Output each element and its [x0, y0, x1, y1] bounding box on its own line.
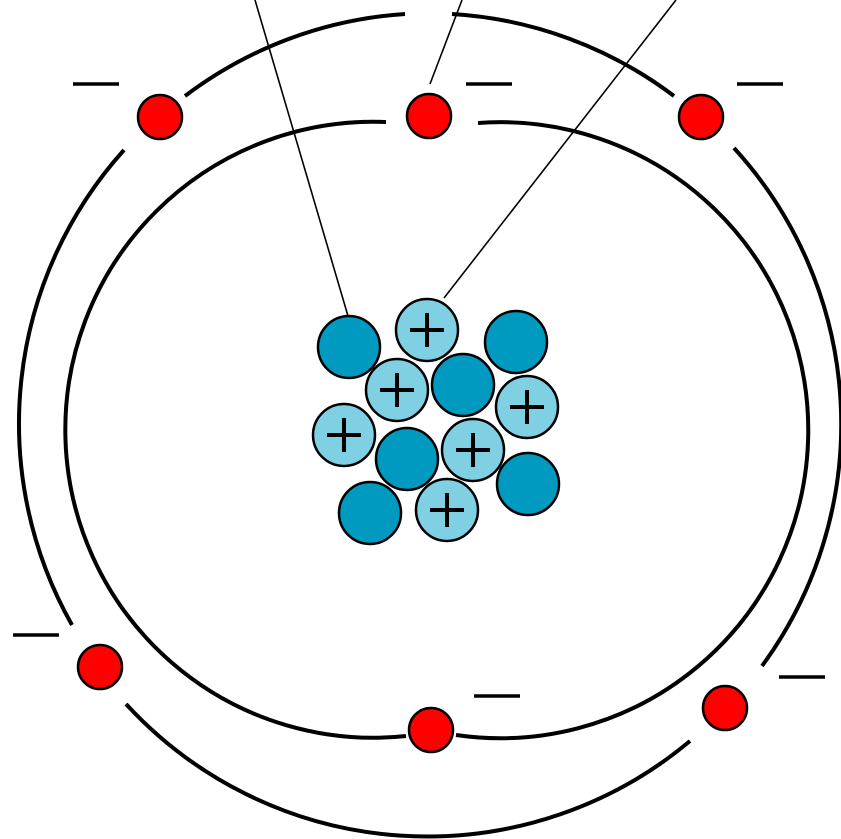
electron — [701, 684, 749, 732]
proton — [494, 374, 560, 440]
electron — [677, 93, 725, 141]
pointer-neutron — [254, 0, 349, 317]
electron — [405, 92, 453, 140]
negative-charges — [13, 82, 825, 698]
inner-shell-arc — [63, 119, 407, 740]
pointer-proton — [443, 0, 677, 299]
electron — [407, 706, 455, 754]
proton — [311, 402, 377, 468]
neutron — [483, 309, 549, 375]
proton — [364, 357, 430, 423]
electron — [136, 93, 184, 141]
outer-shell-arc — [451, 12, 676, 98]
label-pointers — [254, 0, 677, 317]
neutron — [430, 352, 496, 418]
proton — [440, 417, 506, 483]
pointer-electron — [429, 0, 463, 85]
outer-shell-arc — [124, 702, 692, 839]
inner-shell — [63, 119, 811, 741]
neutron — [374, 426, 440, 492]
neutron — [495, 451, 561, 517]
neutron — [316, 314, 382, 380]
neutron — [337, 480, 403, 546]
inner-shell-arc — [455, 120, 811, 741]
outer-shell-arc — [183, 12, 406, 98]
proton — [414, 477, 480, 543]
electron — [76, 643, 124, 691]
outer-shell-arc — [17, 148, 126, 626]
electrons — [76, 92, 749, 754]
nucleus — [311, 297, 561, 546]
proton — [394, 297, 460, 363]
